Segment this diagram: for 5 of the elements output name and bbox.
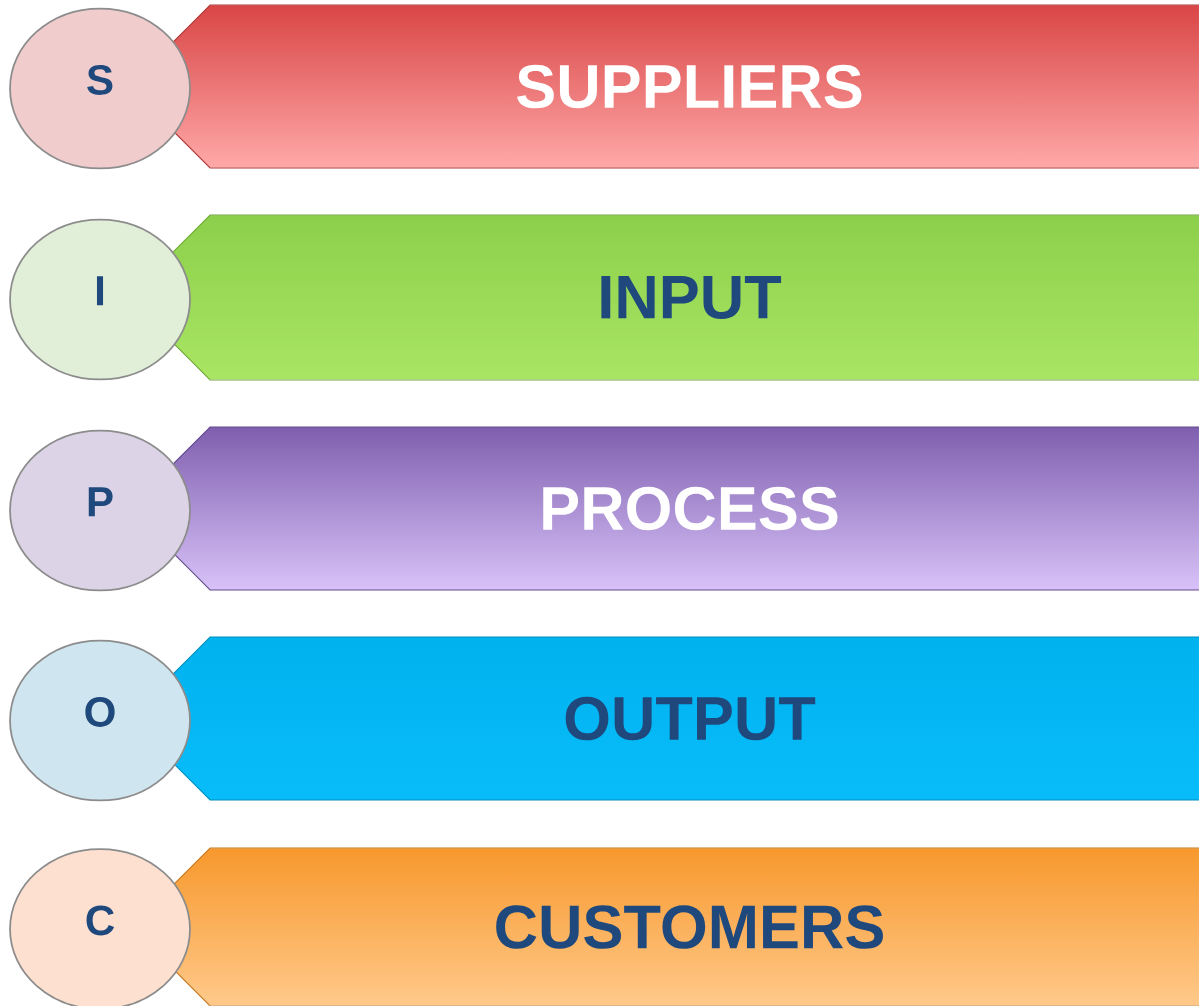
band: PROCESS	[169, 426, 1199, 591]
band: SUPPLIERS	[169, 4, 1199, 169]
band: INPUT	[169, 214, 1199, 381]
band: OUTPUT	[169, 636, 1199, 801]
band: CUSTOMERS	[169, 847, 1199, 1006]
